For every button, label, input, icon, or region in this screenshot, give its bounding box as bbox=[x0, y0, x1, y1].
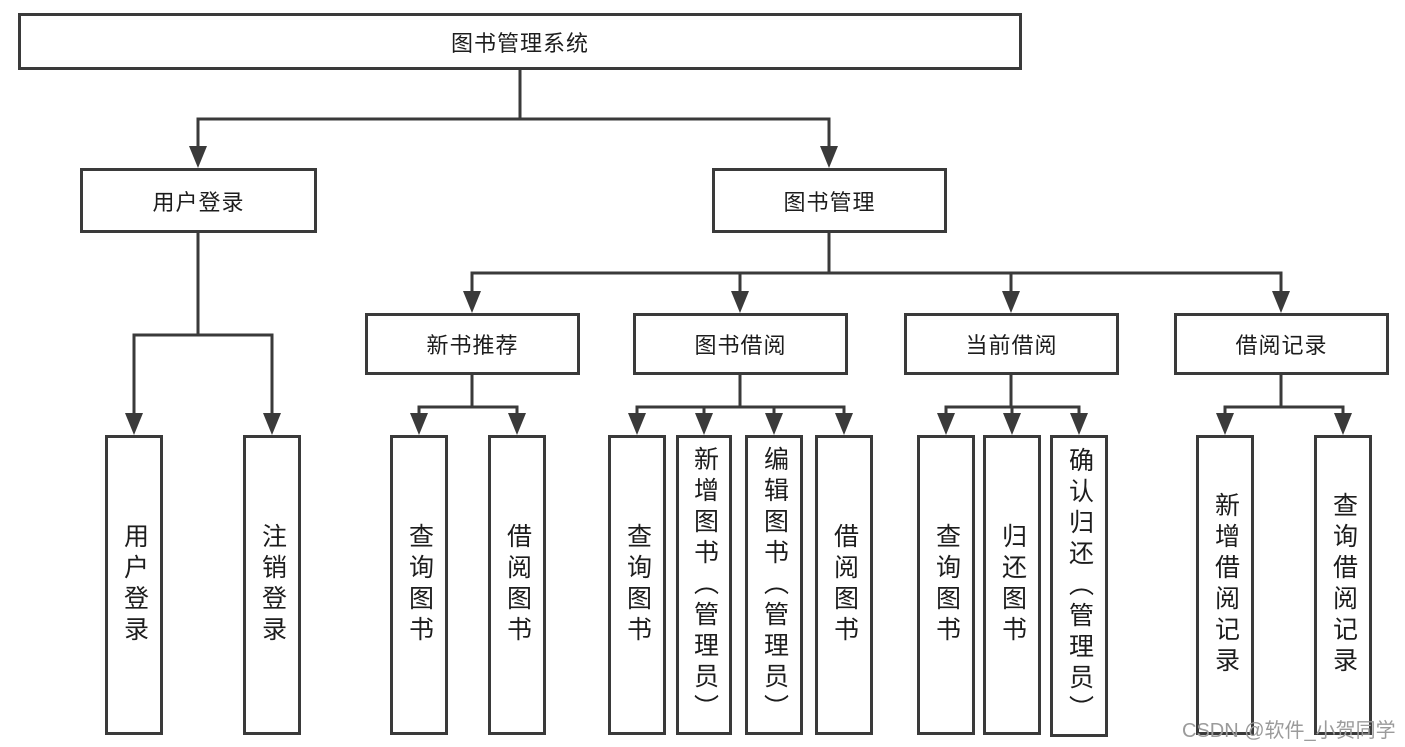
node-book-borrow: 图书借阅 bbox=[633, 313, 848, 375]
leaf-edit-book-admin: 编辑图书（管理员） bbox=[745, 435, 803, 735]
watermark: CSDN @软件_小贺同学 bbox=[1182, 720, 1396, 742]
leaf-borrow-book-2: 借阅图书 bbox=[815, 435, 873, 735]
leaf-add-borrow-record: 新增借阅记录 bbox=[1196, 435, 1254, 735]
node-borrow-records: 借阅记录 bbox=[1174, 313, 1389, 375]
leaf-query-book-1: 查询图书 bbox=[390, 435, 448, 735]
node-new-book-recommend: 新书推荐 bbox=[365, 313, 580, 375]
leaf-query-book-2: 查询图书 bbox=[608, 435, 666, 735]
leaf-borrow-book-1: 借阅图书 bbox=[488, 435, 546, 735]
leaf-query-borrow-record: 查询借阅记录 bbox=[1314, 435, 1372, 735]
node-book-management: 图书管理 bbox=[712, 168, 947, 233]
leaf-add-book-admin: 新增图书（管理员） bbox=[676, 435, 732, 735]
leaf-confirm-return-admin: 确认归还（管理员） bbox=[1050, 435, 1108, 737]
leaf-return-book: 归还图书 bbox=[983, 435, 1041, 735]
node-user-login: 用户登录 bbox=[80, 168, 317, 233]
leaf-user-login: 用户登录 bbox=[105, 435, 163, 735]
leaf-logout: 注销登录 bbox=[243, 435, 301, 735]
node-current-borrow: 当前借阅 bbox=[904, 313, 1119, 375]
node-root: 图书管理系统 bbox=[18, 13, 1022, 70]
leaf-query-book-3: 查询图书 bbox=[917, 435, 975, 735]
arrowhead-icons bbox=[125, 146, 1352, 435]
